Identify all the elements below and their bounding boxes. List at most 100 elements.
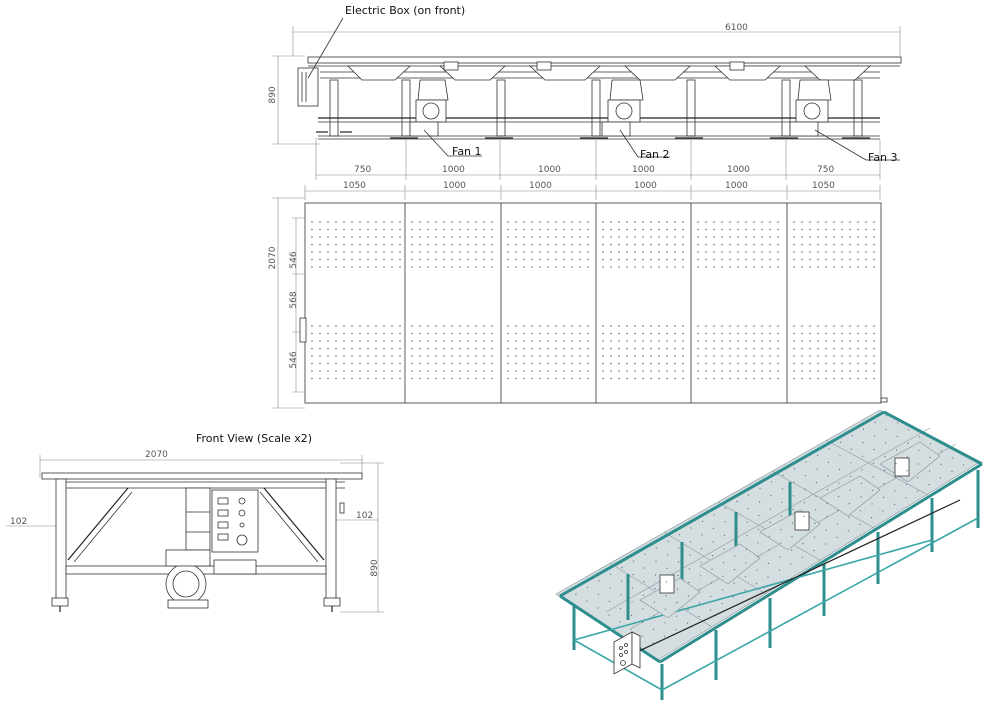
perforation-hole — [841, 266, 843, 268]
perforation-hole — [579, 377, 581, 380]
iso-perforation-hole — [906, 470, 908, 472]
iso-perforation-hole — [882, 496, 885, 498]
perforation-hole — [359, 228, 361, 231]
perforation-hole — [491, 236, 493, 238]
perforation-hole — [602, 228, 604, 231]
perforation-hole — [626, 266, 628, 268]
iso-perforation-hole — [713, 514, 715, 516]
iso-perforation-hole — [940, 450, 943, 452]
perforation-hole — [451, 236, 453, 238]
perforation-hole — [359, 347, 361, 350]
iso-perforation-hole — [770, 494, 772, 496]
perforation-hole — [753, 221, 755, 223]
perforation-hole — [443, 377, 445, 380]
perforation-hole — [721, 228, 723, 231]
perforation-hole — [367, 221, 369, 223]
perforation-hole — [335, 266, 337, 268]
perforation-hole — [399, 340, 401, 342]
perforation-hole — [319, 251, 321, 253]
perforation-hole — [571, 325, 573, 327]
iso-perforation-hole — [907, 442, 909, 444]
perforation-hole — [475, 258, 477, 261]
iso-perforation-hole — [664, 608, 667, 610]
perforation-hole — [539, 355, 541, 357]
perforation-hole — [435, 258, 437, 261]
perforation-hole — [411, 347, 413, 350]
perforation-hole — [729, 362, 731, 365]
perforation-hole — [383, 340, 385, 342]
perforation-hole — [666, 362, 668, 365]
iso-perforation-hole — [597, 593, 600, 596]
perforation-hole — [650, 340, 652, 342]
perforation-hole — [761, 362, 763, 365]
perforation-hole — [841, 236, 843, 238]
iso-perforation-hole — [686, 622, 689, 624]
iso-perforation-hole — [652, 642, 654, 644]
iso-perforation-hole — [642, 594, 645, 596]
perforation-hole — [801, 236, 803, 238]
perforation-hole — [435, 251, 437, 253]
perforation-hole — [634, 377, 636, 380]
iso-perforation-hole — [847, 530, 850, 532]
iso-perforation-hole — [712, 541, 714, 543]
perforation-hole — [375, 236, 377, 238]
iso-perforation-hole — [744, 589, 746, 591]
iso-perforation-hole — [667, 540, 669, 542]
iso-perforation-hole — [665, 595, 667, 597]
perforation-hole — [399, 325, 401, 327]
perforation-hole — [335, 340, 337, 342]
iso-perforation-hole — [907, 429, 910, 431]
iso-perforation-hole — [756, 555, 759, 558]
perforation-hole — [817, 332, 819, 335]
iso-perforation-hole — [711, 568, 713, 570]
iso-perforation-hole — [609, 587, 611, 589]
perforation-hole — [721, 258, 723, 261]
perforation-hole — [697, 347, 699, 350]
front-left-offset: 102 — [10, 517, 27, 527]
perforation-hole — [769, 370, 771, 372]
perforation-hole — [793, 355, 795, 357]
iso-perforation-hole — [790, 563, 792, 565]
perforation-hole — [383, 221, 385, 223]
perforation-hole — [523, 243, 525, 246]
perforation-hole — [642, 340, 644, 342]
iso-perforation-hole — [664, 622, 666, 624]
perforation-hole — [335, 325, 337, 327]
perforation-hole — [626, 377, 628, 380]
perforation-hole — [515, 355, 517, 357]
perforation-hole — [419, 258, 421, 261]
perforation-hole — [531, 377, 533, 380]
iso-perforation-hole — [676, 602, 678, 604]
perforation-hole — [587, 362, 589, 365]
perforation-hole — [809, 236, 811, 238]
perforation-hole — [666, 325, 668, 327]
perforation-hole — [849, 221, 851, 223]
perforation-hole — [769, 362, 771, 365]
perforation-hole — [705, 221, 707, 223]
perforation-hole — [713, 266, 715, 268]
perforation-hole — [602, 340, 604, 342]
iso-funnels — [639, 441, 941, 619]
iso-electric-box — [613, 631, 641, 675]
perforation-hole — [587, 332, 589, 335]
perforation-hole — [587, 340, 589, 342]
perforation-hole — [721, 266, 723, 268]
perforation-hole — [319, 221, 321, 223]
iso-perforation-hole — [735, 528, 737, 530]
fan-2-label: Fan 2 — [640, 148, 670, 161]
perforation-hole — [571, 347, 573, 350]
perforation-hole — [777, 340, 779, 342]
perforation-hole — [650, 325, 652, 327]
perforation-hole — [335, 362, 337, 365]
perforation-hole — [697, 266, 699, 268]
perforation-hole — [399, 355, 401, 357]
perforation-hole — [666, 340, 668, 342]
iso-perforation-hole — [632, 574, 634, 576]
iso-perforation-hole — [802, 543, 804, 545]
fan-1-assembly — [409, 79, 449, 137]
perforation-hole — [435, 236, 437, 238]
perforation-hole — [602, 325, 604, 327]
perforation-holes — [311, 221, 875, 380]
perforation-hole — [419, 332, 421, 335]
perforation-hole — [343, 332, 345, 335]
